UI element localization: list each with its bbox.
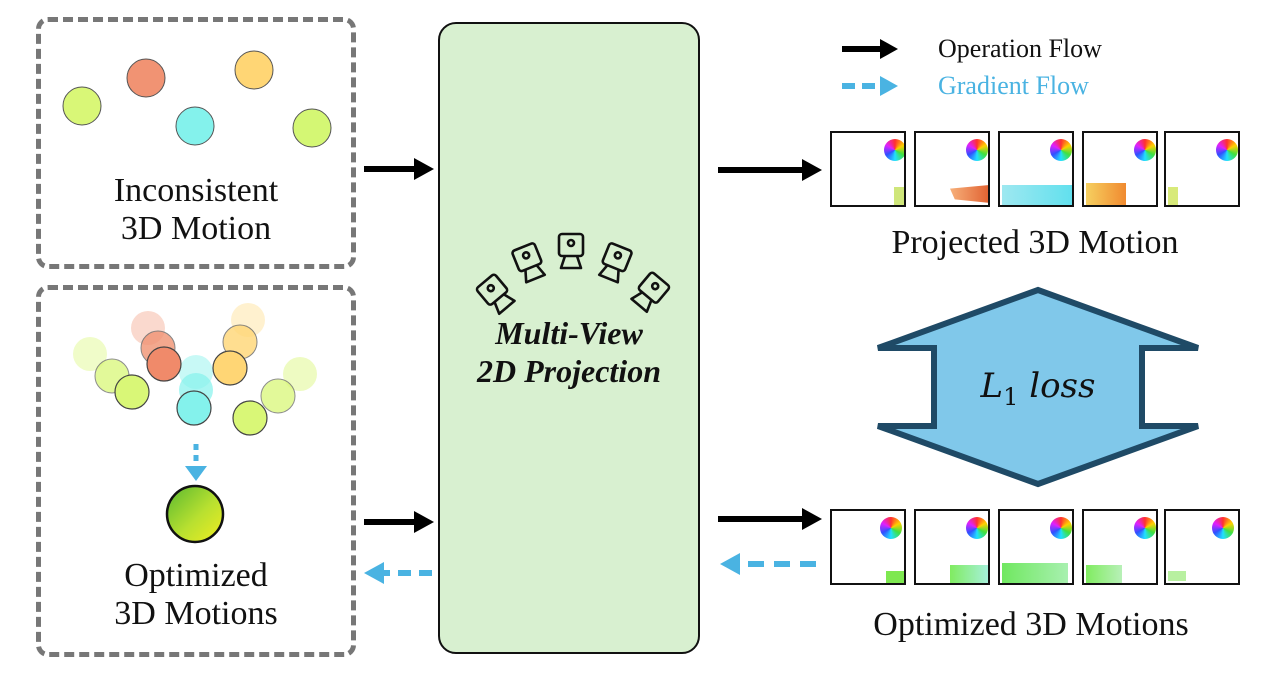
camera-icon [511,242,547,284]
color-wheel-icon [1050,517,1072,539]
optimized-frame [914,509,990,585]
color-wheel-icon [880,517,902,539]
loss-label: L1 loss [960,366,1116,411]
optimized-frame [830,509,906,585]
color-wheel-icon [1216,139,1238,161]
legend-operation-arrow [842,39,898,59]
projected-frame [914,131,990,207]
optimized-line2: 3D Motions [114,595,278,633]
projected-motion-label: Projected 3D Motion [891,224,1179,261]
gradient-down-arrow [185,444,207,481]
projection-title: Multi-View 2D Projection [440,314,698,391]
loss-double-arrow [876,286,1200,488]
camera-icon [630,271,671,314]
operation-arrow-projected [718,159,822,181]
color-wheel-icon [1134,139,1156,161]
camera-group [475,232,671,316]
optimized-motion-label: Optimized 3D Motions [60,557,332,633]
loss-word: loss [1029,366,1096,406]
optimized-frame [998,509,1074,585]
color-wheel-icon [1212,517,1234,539]
motion-ball [232,400,268,436]
operation-arrow-inconsistent [364,158,434,180]
motion-ball [62,86,102,126]
color-wheel-icon [966,517,988,539]
color-wheel-icon [1134,517,1156,539]
projected-frame [998,131,1074,207]
motion-ball [292,108,332,148]
gradient-arrow-to-optimized [364,562,432,584]
inconsistent-line2: 3D Motion [120,210,272,248]
projected-frame [830,131,906,207]
operation-arrow-optimized [364,511,434,533]
camera-icon [597,242,633,284]
projected-frame [1164,131,1240,207]
camera-icon [557,232,585,270]
color-wheel-icon [884,139,904,161]
projection-block: Multi-View 2D Projection [438,22,700,654]
optimized-motion-panel [36,285,356,657]
projected-frame [1082,131,1158,207]
optimized-frame [1164,509,1240,585]
optimized-ball-cloud [73,303,317,436]
motion-ball [176,390,212,426]
gradient-arrow-from-frames [720,553,816,575]
legend-gradient-arrow [842,76,898,96]
motion-ball [114,374,150,410]
optimized-motions-label: Optimized 3D Motions [873,606,1189,643]
motion-ball [234,50,274,90]
inconsistent-line1: Inconsistent [113,172,279,209]
loss-symbol: L [980,366,1004,406]
motion-ball [146,346,182,382]
inconsistent-balls [62,50,332,148]
optimized-frame [1082,509,1158,585]
operation-arrow-optimized-frames [718,508,822,530]
legend-operation-label: Operation Flow [938,34,1102,63]
motion-ball [175,106,215,146]
camera-icon [475,273,516,316]
optimized-ball [165,484,225,544]
projection-line2: 2D Projection [477,353,661,390]
color-wheel-icon [966,139,988,161]
inconsistent-motion-label: Inconsistent 3D Motion [60,172,332,248]
projection-line1: Multi-View [495,315,643,351]
color-wheel-icon [1050,139,1072,161]
loss-subscript: 1 [1003,382,1019,411]
motion-ball [212,350,248,386]
optimized-line1: Optimized [124,557,268,594]
inconsistent-motion-panel [36,17,356,269]
legend-gradient-label: Gradient Flow [938,71,1089,100]
motion-ball [126,58,166,98]
